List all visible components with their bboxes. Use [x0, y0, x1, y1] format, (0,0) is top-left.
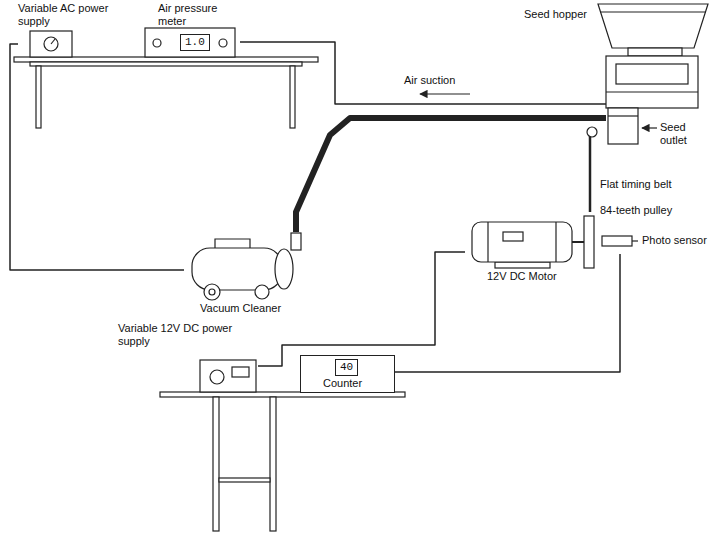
upper-table [14, 57, 318, 128]
wire [395, 254, 620, 372]
timing-belt [589, 150, 592, 212]
ac-power-supply-part [44, 37, 58, 51]
part-name: Counter [323, 377, 383, 390]
lower-table-part [270, 397, 276, 531]
part-name: Variable 12V DC power supply [118, 322, 250, 348]
dc-motor-part [472, 222, 572, 262]
flow-label: Air suction [404, 74, 474, 87]
air-pressure-meter [145, 28, 235, 57]
pulley-label: 84-teeth pulley [600, 204, 700, 217]
outlet-arrow-part [642, 127, 657, 128]
dc-motor-part [487, 222, 488, 262]
suction-hose [296, 118, 520, 232]
seed-hopper-part [598, 4, 708, 48]
photo-sensor: Photo sensor [600, 228, 713, 254]
vacuum-cleaner-part [291, 233, 301, 250]
dc-motor-part [584, 216, 594, 268]
vacuum-cleaner-part [255, 285, 269, 299]
display-reading: 40 [335, 359, 358, 376]
seed-hopper-part [628, 48, 682, 56]
air-pressure-meter-part [219, 39, 227, 47]
upper-table-part [14, 57, 318, 62]
lower-table-part [219, 478, 270, 482]
seed-hopper-part [600, 11, 706, 12]
hopper-pulley [587, 127, 597, 150]
upper-table-part [30, 62, 302, 66]
part-name: Photo sensor [642, 234, 710, 247]
vacuum-cleaner-part [209, 289, 215, 295]
part-name: Vacuum Cleaner [200, 302, 310, 315]
dc-motor-part [572, 241, 584, 243]
air-suction-arrow [420, 93, 470, 94]
vacuum-cleaner [192, 233, 301, 300]
vacuum-cleaner: Vacuum Cleaner [184, 232, 314, 320]
part-name: Air pressure meter [158, 2, 230, 28]
vacuum-cleaner-part [192, 248, 282, 290]
photo-sensor [602, 236, 638, 246]
vacuum-cleaner-part [275, 249, 293, 289]
seed-hopper-part [606, 56, 698, 108]
air-pressure-meter-part [145, 28, 235, 57]
hose-and-wire-stubs-part [520, 115, 606, 121]
dc-motor-part [503, 232, 523, 241]
seed-hopper-part [608, 108, 638, 144]
outlet-arrow [642, 127, 657, 128]
wire [258, 252, 465, 366]
seed-hopper-part [608, 115, 638, 116]
part-name: Seed hopper [524, 8, 596, 21]
dc-motor: 12V DC Motor [465, 212, 595, 286]
part-name: Variable AC power supply [18, 2, 118, 28]
dc-power-supply [200, 360, 256, 392]
dc-motor-part [555, 222, 556, 262]
upper-table-part [290, 66, 295, 128]
lower-table-part [213, 397, 219, 531]
counter: Counter40 [300, 355, 395, 393]
air-pressure-meter-part [153, 39, 161, 47]
display-reading: 1.0 [180, 34, 210, 51]
wire [240, 42, 520, 104]
belt-label: Flat timing belt [600, 178, 700, 191]
hopper-pulley-part [587, 127, 597, 137]
air-pressure-meter: Air pressure meter 1.0 [140, 2, 240, 58]
ac-power-supply [30, 31, 72, 57]
dc-motor-part [495, 262, 550, 268]
dc-power-supply-part [210, 370, 224, 384]
seed-hopper-part [616, 64, 688, 84]
ac-power-supply-part [30, 31, 72, 57]
upper-table-part [36, 66, 41, 128]
dc-power-supply: Variable 12V DC power supply [118, 322, 258, 394]
hose-and-wire-stubs-part [520, 103, 606, 105]
dc-power-supply-part [232, 367, 249, 377]
dc-power-supply-part [200, 360, 256, 392]
outlet-label: Seed outlet [660, 121, 710, 147]
ac-power-supply-part [51, 39, 55, 44]
lower-table [160, 392, 405, 531]
ac-power-supply: Variable AC power supply [18, 2, 128, 58]
air-suction-arrow-part [420, 93, 470, 94]
hose-and-wire-stubs [520, 104, 606, 118]
photo-sensor-part [602, 236, 632, 246]
photo-sensor-part [632, 240, 638, 241]
dc-motor [472, 216, 594, 268]
vacuum-cleaner-part [204, 284, 220, 300]
part-name: 12V DC Motor [487, 270, 582, 283]
wire [10, 44, 184, 270]
vacuum-cleaner-part [215, 239, 250, 248]
seed-hopper-part [606, 91, 698, 92]
